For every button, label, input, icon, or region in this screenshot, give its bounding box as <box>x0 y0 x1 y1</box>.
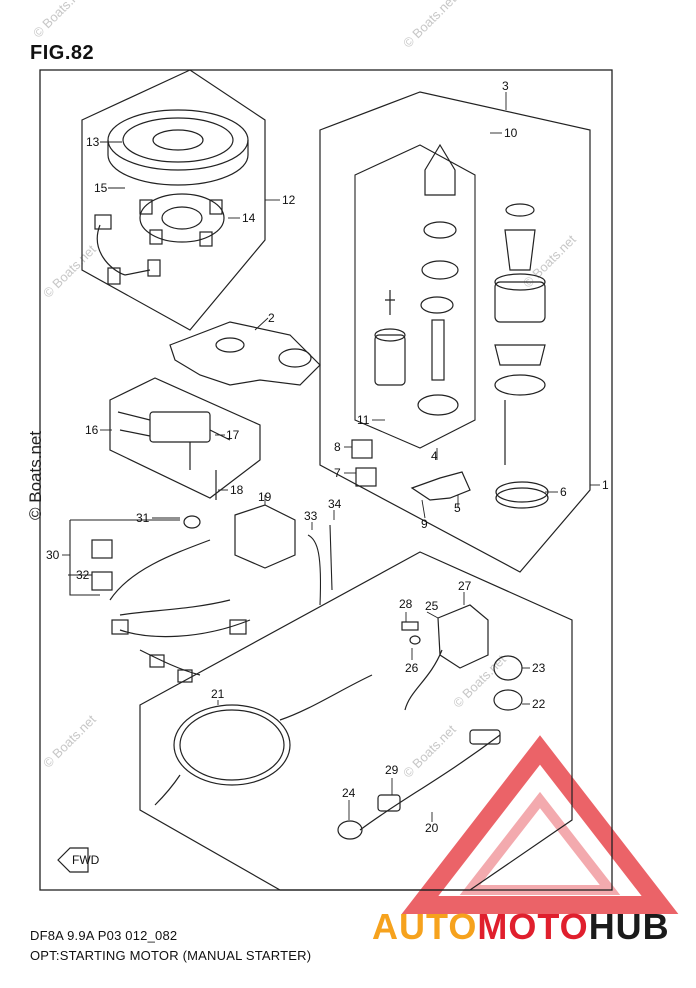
callout-12: 12 <box>282 193 296 207</box>
switch-bracket-part <box>401 604 489 711</box>
figure-title: FIG.82 <box>30 42 95 64</box>
fwd-arrow-icon: FWD <box>57 847 100 873</box>
callout-28: 28 <box>399 597 413 611</box>
flywheel-part <box>107 109 249 186</box>
cable-tie-part <box>307 524 333 606</box>
callout-20: 20 <box>425 821 439 835</box>
callout-3: 3 <box>502 79 509 93</box>
callout-21: 21 <box>211 687 225 701</box>
starter-motor-part <box>374 143 459 416</box>
bracket-plate-part <box>169 321 321 386</box>
brand-part-auto: AUTO <box>372 906 478 947</box>
callout-33: 33 <box>304 509 318 523</box>
group-box-20 <box>139 551 573 891</box>
callout-6: 6 <box>560 485 567 499</box>
callout-30: 30 <box>46 548 60 562</box>
brand-logo: AUTOMOTOHUB <box>372 906 670 948</box>
callout-22: 22 <box>532 697 546 711</box>
callout-16: 16 <box>85 423 99 437</box>
callout-10: 10 <box>504 126 518 140</box>
grommet-part <box>493 655 523 711</box>
brand-part-hub: HUB <box>588 906 670 947</box>
callout-34: 34 <box>328 497 342 511</box>
group-box-12 <box>81 69 266 331</box>
relay-part <box>351 439 377 487</box>
callout-19: 19 <box>258 490 272 504</box>
callout-9: 9 <box>421 517 428 531</box>
brand-logo-triangle <box>401 735 679 914</box>
starter-bracket-part <box>410 471 471 501</box>
callout-2: 2 <box>268 311 275 325</box>
callout-17: 17 <box>226 428 240 442</box>
callout-23: 23 <box>532 661 546 675</box>
callout-8: 8 <box>334 440 341 454</box>
callout-27: 27 <box>458 579 472 593</box>
callout-4: 4 <box>431 449 438 463</box>
figure-code: DF8A 9.9A P03 012_082 <box>30 928 178 943</box>
callout-25: 25 <box>425 599 439 613</box>
svg-text:FWD: FWD <box>72 853 100 867</box>
callout-1: 1 <box>602 478 609 492</box>
group-box-16 <box>109 377 261 499</box>
group-box-3 <box>319 91 591 573</box>
callout-15: 15 <box>94 181 108 195</box>
wiring-harness-part <box>91 515 251 683</box>
leader-lines <box>62 92 600 822</box>
callout-11: 11 <box>357 413 370 427</box>
callout-29: 29 <box>385 763 399 777</box>
callout-18: 18 <box>230 483 244 497</box>
callout-14: 14 <box>242 211 256 225</box>
starter-cable-part <box>154 674 373 806</box>
main-harness-part <box>337 729 501 840</box>
callout-31: 31 <box>136 511 150 525</box>
regulator-part <box>234 504 296 569</box>
callout-5: 5 <box>454 501 461 515</box>
armature-part <box>494 203 549 509</box>
brand-part-moto: MOTO <box>477 906 589 947</box>
callout-32: 32 <box>76 568 90 582</box>
callout-7: 7 <box>334 466 341 480</box>
stator-part <box>94 193 225 285</box>
figure-caption: OPT:STARTING MOTOR (MANUAL STARTER) <box>30 948 312 963</box>
callout-labels: 13 15 14 12 2 3 10 1 6 4 5 9 11 8 7 16 1… <box>46 79 609 835</box>
group-box-4 <box>354 144 476 449</box>
callout-13: 13 <box>86 135 100 149</box>
rectifier-part <box>117 411 231 500</box>
callout-26: 26 <box>405 661 419 675</box>
group-bracket-30 <box>69 520 100 596</box>
callout-24: 24 <box>342 786 356 800</box>
